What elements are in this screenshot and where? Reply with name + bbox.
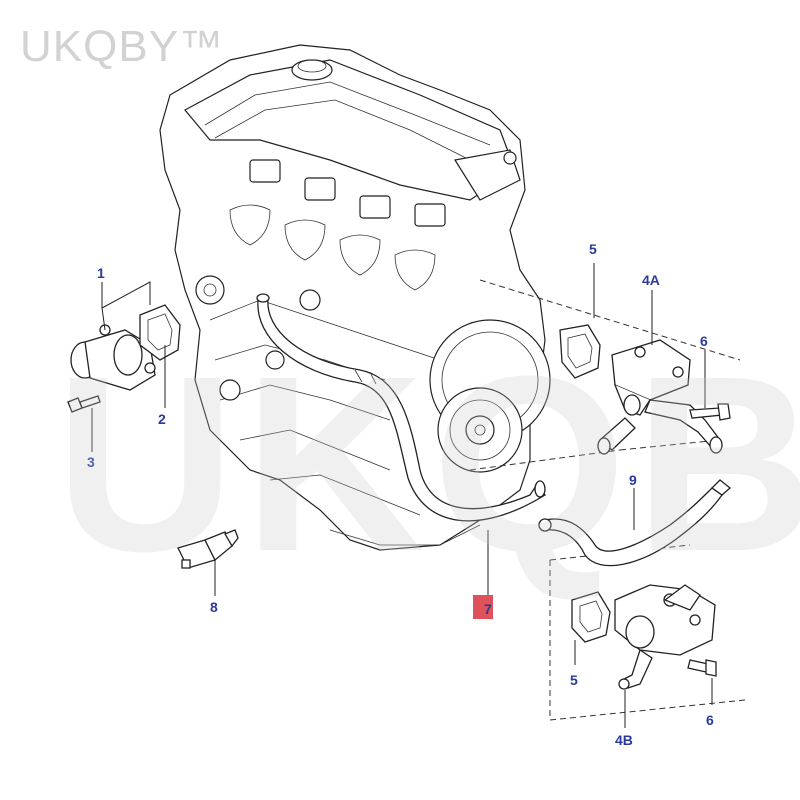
callout-8: 8: [210, 599, 218, 615]
callout-3: 3: [87, 454, 95, 470]
part-5-gasket-lower: [571, 591, 611, 643]
callout-7: 7: [484, 601, 492, 617]
part-1-thermostat-housing: [70, 324, 156, 391]
part-9-coolant-hose: [538, 479, 732, 567]
callout-7-highlight: [473, 595, 493, 619]
callout-4b: 4B: [615, 732, 633, 748]
leader-lines: [91, 263, 713, 728]
part-8-temperature-sensor: [177, 529, 239, 569]
part-4a-coolant-outlet: [597, 339, 723, 455]
part-6-bolt-upper: [689, 403, 731, 421]
part-3-bolt: [67, 395, 101, 413]
callout-6-top: 6: [700, 333, 708, 349]
callout-4a: 4A: [642, 272, 660, 288]
part-4b-coolant-housing: [614, 584, 716, 690]
callout-5-bottom: 5: [570, 672, 578, 688]
part-6-bolt-lower: [687, 659, 717, 677]
callout-2: 2: [158, 411, 166, 427]
brand-logo-text: UKQBY™: [20, 22, 225, 71]
part-2-gasket: [139, 304, 181, 361]
callout-labels: 1 2 3 8 5 4A 6 9 7 5 4B 6: [87, 241, 714, 748]
callout-5-top: 5: [589, 241, 597, 257]
callout-9: 9: [629, 472, 637, 488]
part-7-coolant-hose: [256, 293, 546, 522]
assembly-outline-upper: [469, 279, 741, 471]
callout-6-bottom: 6: [706, 712, 714, 728]
part-5-gasket-upper: [559, 324, 601, 379]
engine-block: [159, 44, 551, 551]
callout-1: 1: [97, 265, 105, 281]
